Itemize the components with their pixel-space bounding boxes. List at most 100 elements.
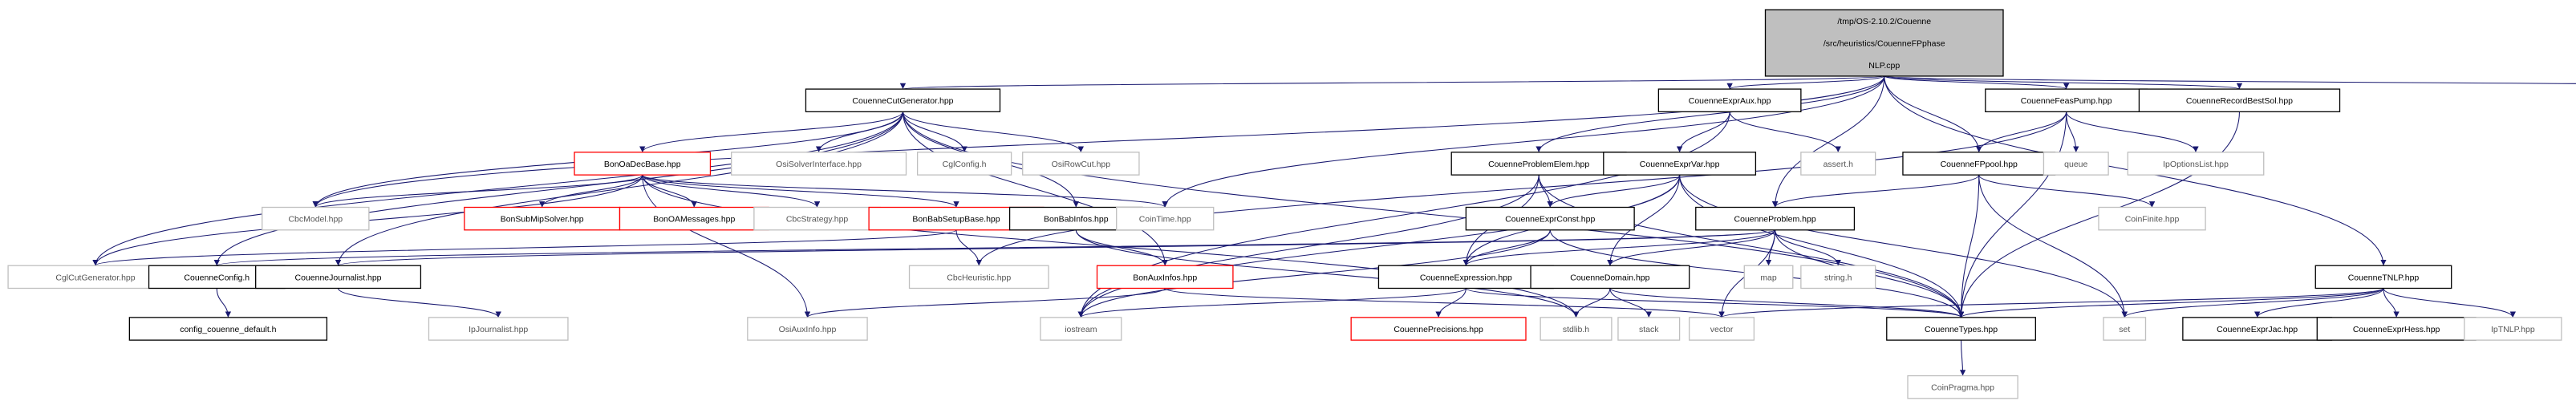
file-node-cglconfig[interactable]: CglConfig.h [916, 152, 1012, 176]
file-node-map[interactable]: map [1743, 265, 1794, 290]
node-label: set [2119, 325, 2130, 334]
dependency-edge [214, 229, 1776, 266]
file-node-bonoamsg[interactable]: BonOAMessages.hpp [619, 206, 769, 231]
file-node-domain[interactable]: CouenneDomain.hpp [1530, 265, 1690, 290]
file-node-problem[interactable]: CouenneProblem.hpp [1695, 206, 1856, 231]
file-node-recbest[interactable]: CouenneRecordBestSol.hpp [2138, 88, 2341, 113]
file-node-exprvar[interactable]: CouenneExprVar.hpp [1603, 152, 1757, 176]
dependency-edge [900, 75, 1885, 90]
node-label: BonOaDecBase.hpp [604, 160, 681, 169]
file-node-queue[interactable]: queue [2043, 152, 2109, 176]
node-box [1800, 265, 1876, 290]
dependency-edge [1978, 174, 2156, 208]
file-node-bonoa[interactable]: BonOaDecBase.hpp [574, 152, 712, 176]
dependency-edge [1718, 288, 2384, 318]
file-node-iptnlp[interactable]: IpTNLP.hpp [2464, 317, 2562, 341]
file-node-stringh[interactable]: string.h [1800, 265, 1876, 290]
dependency-edge [642, 175, 811, 318]
dependency-edge [1538, 175, 1553, 208]
node-box [1985, 88, 2148, 113]
node-label: IpTNLP.hpp [2491, 325, 2535, 334]
dependency-edge [1547, 174, 1681, 208]
file-node-root[interactable]: /tmp/OS-2.10.2/Couenne/src/heuristics/Co… [1764, 9, 2004, 77]
file-node-osiauxinfo[interactable]: OsiAuxInfo.hpp [747, 317, 868, 341]
dependency-edge [1978, 175, 2128, 318]
file-node-ipjournal[interactable]: IpJournalist.hpp [428, 317, 569, 341]
node-box [2098, 206, 2206, 231]
node-label: CbcModel.hpp [288, 215, 343, 225]
node-box [908, 265, 1049, 290]
dependency-edge [335, 229, 1776, 266]
dependency-edge [312, 174, 643, 208]
file-node-asserth[interactable]: assert.h [1800, 152, 1876, 176]
dependency-edge [1075, 229, 1168, 266]
dependency-edge [642, 174, 959, 208]
node-box [2103, 317, 2147, 341]
file-node-bonauxinfos[interactable]: BonAuxInfos.hpp [1096, 265, 1234, 290]
file-node-cbcstrat[interactable]: CbcStrategy.hpp [753, 206, 881, 231]
file-node-exprhess[interactable]: CouenneExprHess.hpp [2316, 317, 2477, 341]
file-node-stack[interactable]: stack [1617, 317, 1681, 341]
file-node-cointime[interactable]: CoinTime.hpp [1116, 206, 1215, 231]
node-label: BonBabInfos.hpp [1044, 215, 1109, 225]
file-node-cutgen[interactable]: CouenneCutGenerator.hpp [805, 88, 1001, 113]
file-node-expraux[interactable]: CouenneExprAux.hpp [1657, 88, 1802, 113]
dependency-edge [1462, 229, 1776, 266]
file-node-exprconst[interactable]: CouenneExprConst.hpp [1465, 206, 1635, 231]
node-label: BonAuxInfos.hpp [1133, 273, 1197, 282]
node-box [1540, 317, 1613, 341]
node-label: stack [1639, 325, 1659, 334]
dependency-edge [1958, 288, 2384, 318]
file-node-coinpragma[interactable]: CoinPragma.hpp [1907, 375, 2018, 399]
node-box [1695, 206, 1856, 231]
dependency-edge [1164, 288, 1725, 318]
file-node-types[interactable]: CouenneTypes.hpp [1886, 317, 2036, 341]
node-label: OsiSolverInterface.hpp [776, 160, 862, 169]
node-label: CouenneExprVar.hpp [1640, 160, 1720, 169]
dependency-edge [1609, 288, 1652, 318]
file-node-configdef[interactable]: config_couenne_default.h [128, 317, 328, 341]
node-label: CouenneConfig.h [184, 273, 249, 282]
file-node-set[interactable]: set [2103, 317, 2147, 341]
file-node-precisions[interactable]: CouennePrecisions.hpp [1350, 317, 1527, 341]
node-box [1450, 152, 1627, 176]
file-node-vector[interactable]: vector [1689, 317, 1755, 341]
file-node-journalist[interactable]: CouenneJournalist.hpp [255, 265, 422, 290]
dependency-edge [642, 174, 1168, 208]
file-node-ipoptlist[interactable]: IpOptionsList.hpp [2127, 152, 2265, 176]
node-label: IpOptionsList.hpp [2163, 160, 2229, 169]
dependency-edge [213, 111, 903, 266]
node-label: BonBabSetupBase.hpp [912, 215, 1000, 225]
file-node-osirowcut[interactable]: OsiRowCut.hpp [1022, 152, 1140, 176]
file-node-expression[interactable]: CouenneExpression.hpp [1377, 265, 1554, 290]
dependency-edge [1884, 75, 2242, 90]
dependency-edge [1957, 175, 1980, 318]
file-node-exprjac[interactable]: CouenneExprJac.hpp [2182, 317, 2333, 341]
node-label: CouenneProblemElem.hpp [1488, 160, 1589, 169]
file-node-bonsubmip[interactable]: BonSubMipSolver.hpp [464, 206, 621, 231]
file-node-stdlib[interactable]: stdlib.h [1540, 317, 1613, 341]
node-label: CouenneExprAux.hpp [1689, 96, 1771, 106]
node-box [1800, 152, 1876, 176]
node-box [1040, 317, 1122, 341]
file-node-cbcheur[interactable]: CbcHeuristic.hpp [908, 265, 1049, 290]
dependency-edge [1729, 111, 1841, 152]
file-node-fppool[interactable]: CouenneFPpool.hpp [1902, 152, 2056, 176]
dependency-edge [804, 288, 1166, 318]
dependency-edge [338, 288, 501, 318]
file-node-feaspump[interactable]: CouenneFeasPump.hpp [1985, 88, 2148, 113]
file-node-tnlp[interactable]: CouenneTNLP.hpp [2314, 265, 2452, 290]
node-box [805, 88, 1001, 113]
node-box [574, 152, 712, 176]
file-node-coinfinite[interactable]: CoinFinite.hpp [2098, 206, 2206, 231]
dependency-edge [335, 111, 903, 266]
dependency-edge [642, 174, 821, 208]
node-box [2314, 265, 2452, 290]
file-node-cbcmodel[interactable]: CbcModel.hpp [262, 206, 370, 231]
dependency-edge [92, 229, 957, 266]
file-node-probelem[interactable]: CouenneProblemElem.hpp [1450, 152, 1627, 176]
file-node-iostream[interactable]: iostream [1040, 317, 1122, 341]
file-node-osisolver[interactable]: OsiSolverInterface.hpp [731, 152, 907, 176]
node-label: OsiAuxInfo.hpp [779, 325, 837, 334]
dependency-edge [1077, 175, 1681, 318]
